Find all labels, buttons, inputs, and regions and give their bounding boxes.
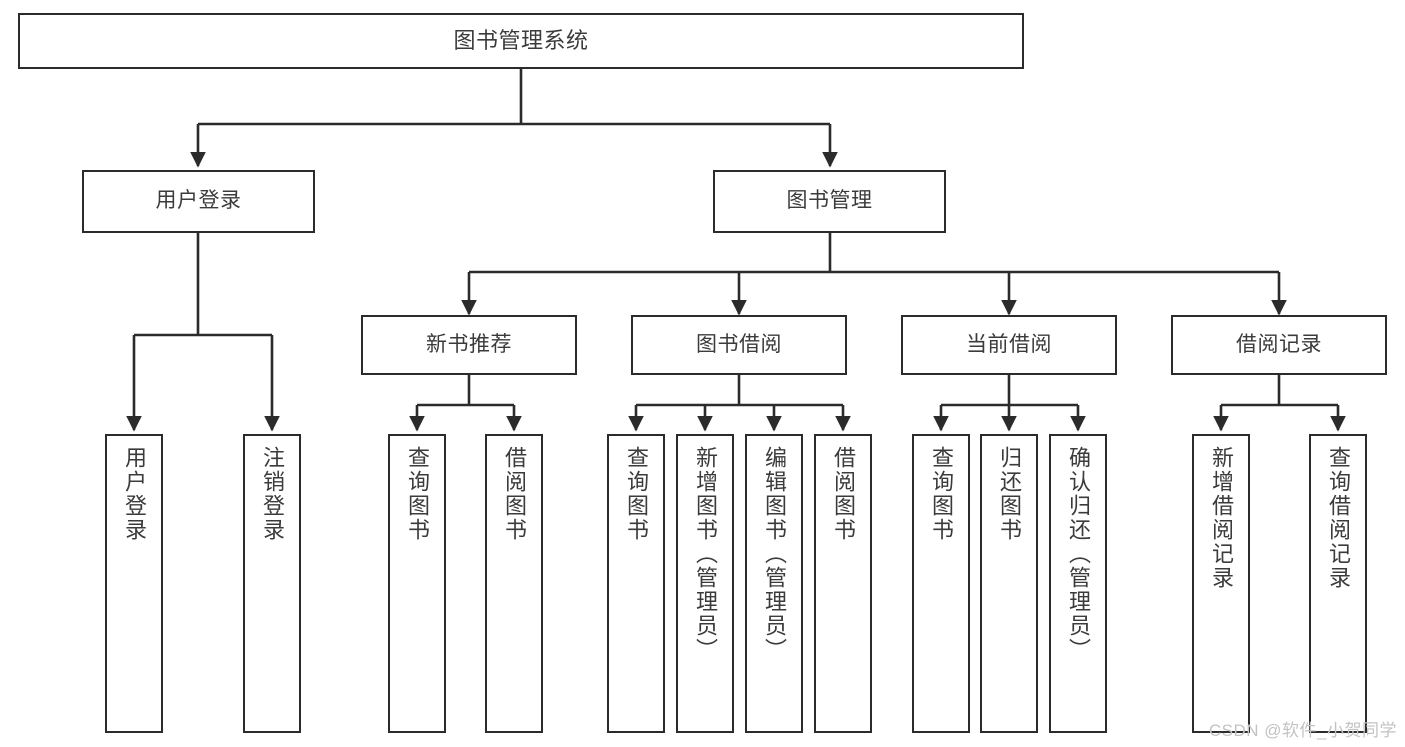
node-label: 查询借阅记录 bbox=[1326, 446, 1351, 590]
node-label: 编辑图书（管理员） bbox=[762, 446, 787, 662]
node-label: 图书管理 bbox=[786, 189, 873, 213]
node-label: 借阅记录 bbox=[1236, 332, 1322, 356]
node-label: 新书推荐 bbox=[426, 332, 512, 356]
leaf-query-book-current[interactable]: 查询图书 bbox=[912, 434, 970, 733]
node-label: 新增借阅记录 bbox=[1209, 446, 1234, 590]
leaf-edit-book-admin[interactable]: 编辑图书（管理员） bbox=[745, 434, 803, 733]
node-label: 归还图书 bbox=[997, 446, 1022, 542]
node-label: 查询图书 bbox=[405, 446, 430, 542]
leaf-add-book-admin[interactable]: 新增图书（管理员） bbox=[676, 434, 734, 733]
leaf-user-login[interactable]: 用户登录 bbox=[105, 434, 163, 733]
node-label: 用户登录 bbox=[155, 189, 242, 213]
node-label: 确认归还（管理员） bbox=[1066, 446, 1091, 662]
leaf-borrow-book[interactable]: 借阅图书 bbox=[814, 434, 872, 733]
node-label: 用户登录 bbox=[122, 446, 147, 542]
node-root-system[interactable]: 图书管理系统 bbox=[18, 13, 1024, 69]
node-book-borrow[interactable]: 图书借阅 bbox=[631, 315, 847, 375]
leaf-query-book-recommend[interactable]: 查询图书 bbox=[388, 434, 446, 733]
node-label: 借阅图书 bbox=[502, 446, 527, 542]
leaf-add-borrow-record[interactable]: 新增借阅记录 bbox=[1192, 434, 1250, 733]
node-label: 借阅图书 bbox=[831, 446, 856, 542]
node-label: 查询图书 bbox=[624, 446, 649, 542]
node-label: 新增图书（管理员） bbox=[693, 446, 718, 662]
node-current-borrow[interactable]: 当前借阅 bbox=[901, 315, 1117, 375]
node-label: 查询图书 bbox=[929, 446, 954, 542]
leaf-confirm-return-admin[interactable]: 确认归还（管理员） bbox=[1049, 434, 1107, 733]
node-label: 注销登录 bbox=[260, 446, 285, 542]
node-label: 当前借阅 bbox=[966, 332, 1052, 356]
leaf-query-book-borrow[interactable]: 查询图书 bbox=[607, 434, 665, 733]
node-label: 图书借阅 bbox=[696, 332, 782, 356]
node-user-login[interactable]: 用户登录 bbox=[82, 170, 315, 233]
node-new-book-recommend[interactable]: 新书推荐 bbox=[361, 315, 577, 375]
node-label: 图书管理系统 bbox=[453, 28, 589, 54]
leaf-logout[interactable]: 注销登录 bbox=[243, 434, 301, 733]
node-borrow-record[interactable]: 借阅记录 bbox=[1171, 315, 1387, 375]
leaf-query-borrow-record[interactable]: 查询借阅记录 bbox=[1309, 434, 1367, 733]
node-book-management[interactable]: 图书管理 bbox=[713, 170, 946, 233]
leaf-return-book[interactable]: 归还图书 bbox=[980, 434, 1038, 733]
leaf-borrow-book-recommend[interactable]: 借阅图书 bbox=[485, 434, 543, 733]
